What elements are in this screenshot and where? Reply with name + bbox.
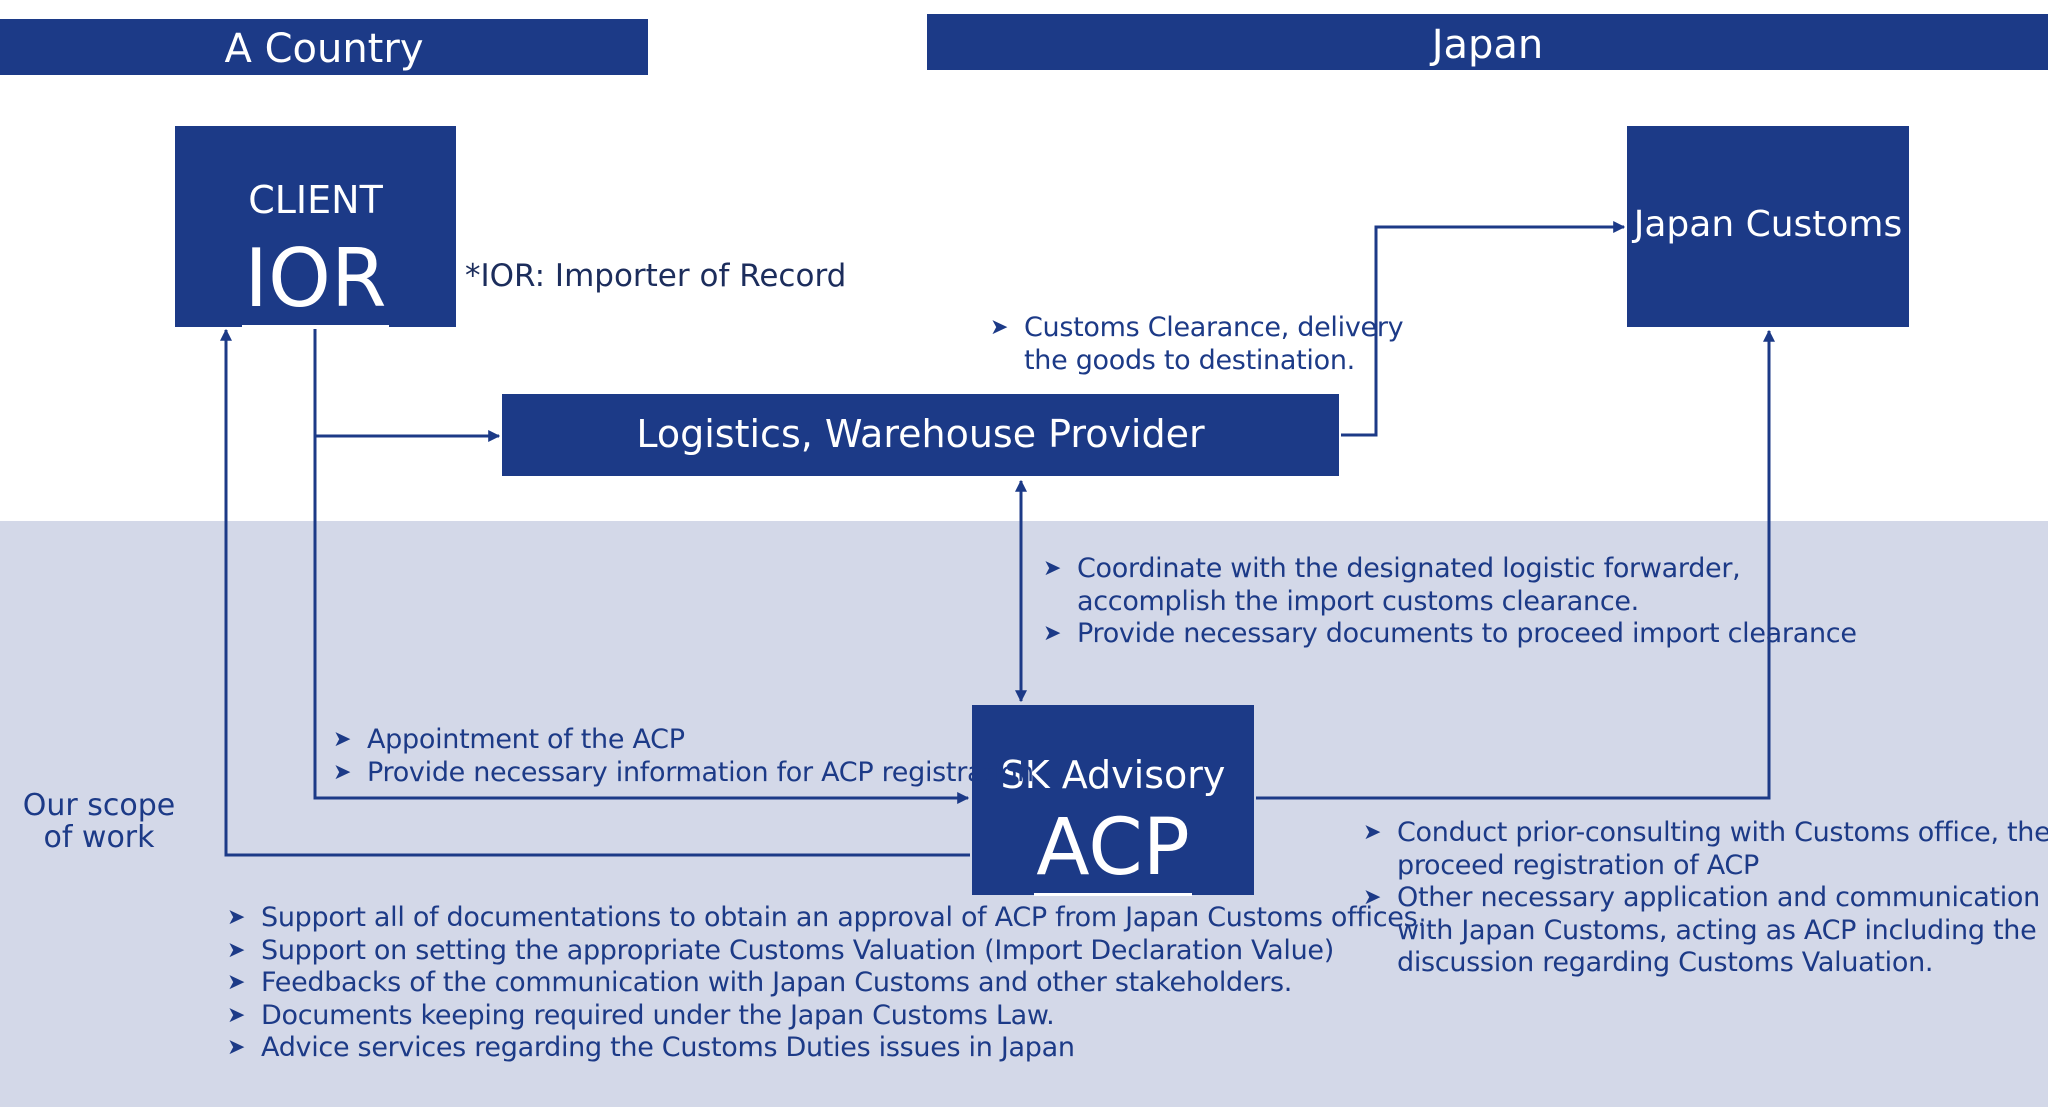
bullet-line: Advice services regarding the Customs Du… (261, 1032, 1075, 1063)
coordination-bullets: Coordinate with the designated logistic … (1043, 553, 1857, 651)
sk-advisory-label: SK Advisory (1000, 753, 1226, 797)
bullet-item: Feedbacks of the communication with Japa… (227, 967, 1426, 1000)
client-label: CLIENT (248, 178, 383, 222)
appointment-bullets: Appointment of the ACP Provide necessary… (333, 724, 1034, 789)
logistics-provider-label: Logistics, Warehouse Provider (636, 412, 1205, 456)
bullet-item: Coordinate with the designated logistic … (1043, 553, 1857, 618)
arrow-client-to-acp (313, 329, 970, 804)
bullet-line: Feedbacks of the communication with Japa… (261, 967, 1293, 998)
bullet-item: Conduct prior-consulting with Customs of… (1363, 817, 2048, 882)
bullet-item: Other necessary application and communic… (1363, 882, 2048, 980)
bullet-line: Conduct prior-consulting with Customs of… (1397, 817, 2048, 848)
logistics-role-bullets: Customs Clearance, delivery the goods to… (990, 312, 1404, 377)
bullet-item: Provide necessary documents to proceed i… (1043, 618, 1857, 651)
bullet-item: Support on setting the appropriate Custo… (227, 935, 1426, 968)
ior-text: IOR (242, 232, 389, 328)
bullet-line: Provide necessary documents to proceed i… (1077, 618, 1857, 649)
client-ior-box: CLIENT IOR (175, 126, 456, 328)
bullet-line: Appointment of the ACP (367, 724, 685, 755)
bullet-line: Coordinate with the designated logistic … (1077, 553, 1741, 584)
bullet-line: accomplish the import customs clearance. (1077, 585, 1639, 617)
acp-label: ACP (972, 803, 1254, 896)
bullet-line: Support on setting the appropriate Custo… (261, 934, 1334, 966)
bullet-line: Support all of documentations to obtain … (261, 902, 1426, 933)
bullet-item: Documents keeping required under the Jap… (227, 1000, 1426, 1033)
japan-customs-box: Japan Customs (1627, 126, 1909, 327)
bullet-item: Appointment of the ACP (333, 724, 1034, 757)
bullet-item: Provide necessary information for ACP re… (333, 757, 1034, 790)
bullet-line: Other necessary application and communic… (1397, 882, 2040, 913)
bullet-line: with Japan Customs, acting as ACP includ… (1397, 914, 2037, 946)
scope-of-work-label: Our scope of work (14, 790, 184, 854)
bullet-line: proceed registration of ACP (1397, 849, 1759, 881)
logistics-provider-box: Logistics, Warehouse Provider (502, 394, 1339, 476)
ior-footnote: *IOR: Importer of Record (465, 258, 847, 294)
bullet-line: discussion regarding Customs Valuation. (1397, 947, 1934, 978)
bullet-item: Customs Clearance, delivery the goods to… (990, 312, 1404, 377)
arrow-acp-to-client (220, 328, 970, 857)
bullet-line: Customs Clearance, delivery (1024, 312, 1404, 343)
bullet-line: Provide necessary information for ACP re… (367, 756, 1034, 788)
scope-label-line: of work (43, 820, 155, 855)
arrow-acp-to-customs (1256, 329, 1775, 800)
region-header-a-country: A Country (0, 19, 648, 75)
acp-text: ACP (1034, 803, 1192, 896)
ior-label: IOR (175, 232, 456, 328)
scope-label-line: Our scope (22, 788, 176, 823)
bullet-item: Advice services regarding the Customs Du… (227, 1032, 1426, 1065)
bullet-item: Support all of documentations to obtain … (227, 902, 1426, 935)
japan-customs-label: Japan Customs (1633, 204, 1903, 245)
bullet-line: Documents keeping required under the Jap… (261, 999, 1055, 1031)
support-services-bullets: Support all of documentations to obtain … (227, 902, 1426, 1065)
region-header-japan: Japan (927, 14, 2048, 70)
customs-role-bullets: Conduct prior-consulting with Customs of… (1363, 817, 2048, 980)
bullet-line: the goods to destination. (1024, 344, 1355, 376)
